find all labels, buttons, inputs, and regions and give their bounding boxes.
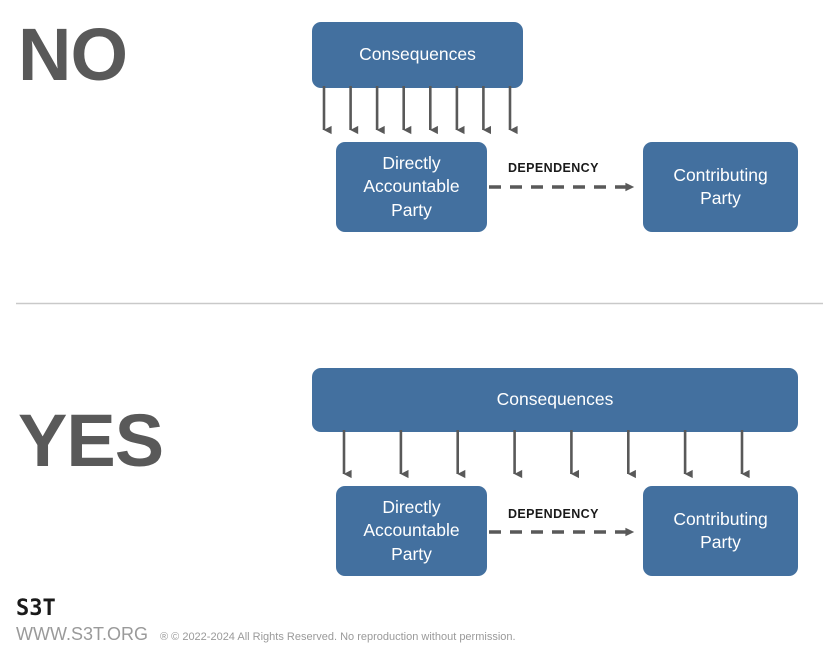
no-directly-accountable-party-box: Directly Accountable Party xyxy=(336,142,487,232)
verdict-label-yes: YES xyxy=(18,399,164,482)
no-contributing-party-box: Contributing Party xyxy=(643,142,798,232)
footer: S3T WWW.S3T.ORG ® © 2022-2024 All Rights… xyxy=(16,598,816,645)
yes-consequences-box: Consequences xyxy=(312,368,798,432)
no-consequences-box: Consequences xyxy=(312,22,523,88)
verdict-label-no: NO xyxy=(18,13,128,96)
no-consequence-arrows xyxy=(322,86,518,135)
yes-contributing-party-box: Contributing Party xyxy=(643,486,798,576)
yes-dependency-label: DEPENDENCY xyxy=(508,507,599,521)
no-dependency-label: DEPENDENCY xyxy=(508,161,599,175)
yes-consequence-arrows xyxy=(342,430,750,479)
s3t-logo: S3T xyxy=(16,598,816,620)
yes-directly-accountable-party-box: Directly Accountable Party xyxy=(336,486,487,576)
s3t-logo-text: S3T xyxy=(16,596,56,621)
copyright-text: ® © 2022-2024 All Rights Reserved. No re… xyxy=(160,631,516,643)
site-url-text: WWW.S3T.ORG xyxy=(16,624,148,644)
